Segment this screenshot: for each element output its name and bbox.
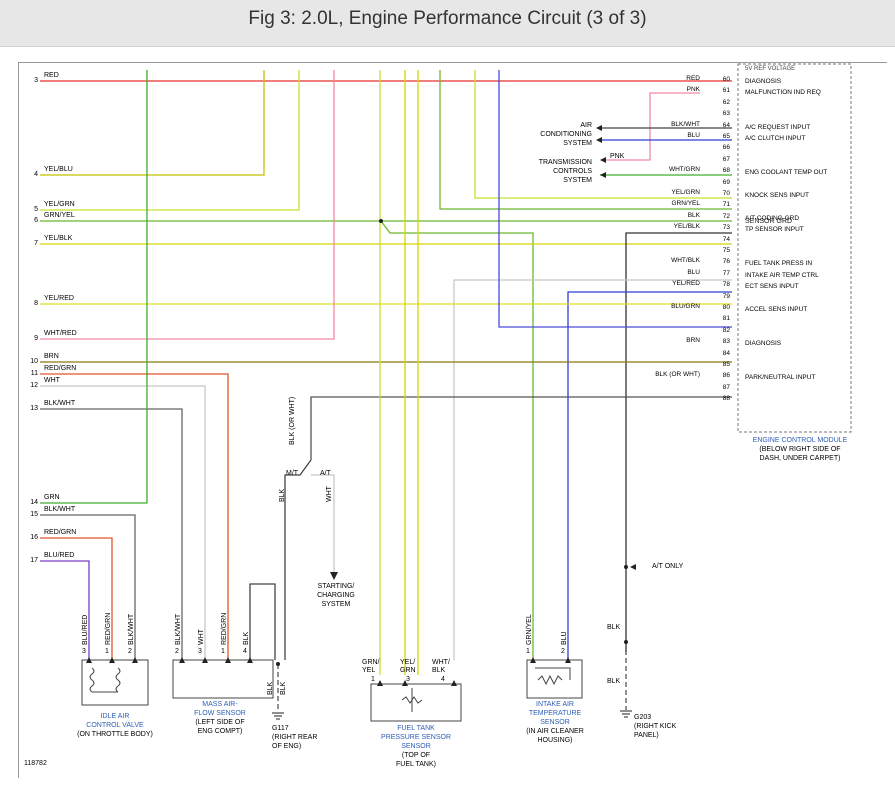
arrow-left-icon [596,137,602,143]
maf-sensor-box [172,659,274,699]
wire-maf-blk [249,583,276,660]
splice-dot [624,565,628,569]
page-title: Fig 3: 2.0L, Engine Performance Circuit … [248,8,647,29]
wire-whtblk-76 [453,279,732,660]
wire-grnyel-iat [380,220,534,660]
wire-redgrn-11 [40,373,229,660]
arrow-down-icon [330,572,338,580]
wire-pnk-61 [604,92,700,161]
arrow-left-icon [600,157,606,163]
diagram-frame [18,62,887,778]
wire-yelgrn-70 [474,70,732,199]
wire-blk-72 [625,232,732,652]
wire-blugrn-80 [498,70,732,328]
iat-sensor-box [526,659,583,699]
idle-air-control-valve [81,659,149,706]
ecm-box [737,63,852,433]
wire-yelblu-4 [40,70,265,176]
wire-grn-14 [40,70,148,504]
wire-blu-77 [567,291,732,660]
wire-wht-12 [40,385,206,660]
splice-dot [379,219,383,223]
ground-icon [272,712,284,720]
ground-icon [620,710,632,718]
wire-blkwht-13 [40,408,183,660]
wire-at [311,474,335,572]
arrow-left-icon [596,125,602,131]
title-bar: Fig 3: 2.0L, Engine Performance Circuit … [0,0,895,47]
wire-redgrn-16 [40,537,113,660]
wire-blured-17 [40,560,90,660]
wire-mt [284,459,312,660]
arrow-left-icon [630,564,636,570]
wire-grnyel-71 [439,70,732,210]
splice-dot [624,640,628,644]
arrow-left-icon [600,172,606,178]
wire-whtred-9 [40,70,335,340]
fuel-tank-pressure-sensor [370,683,462,722]
wire-yelgrn-5 [40,70,300,211]
wire-blkwht-15 [40,514,136,660]
wire-blk-86 [310,396,732,460]
